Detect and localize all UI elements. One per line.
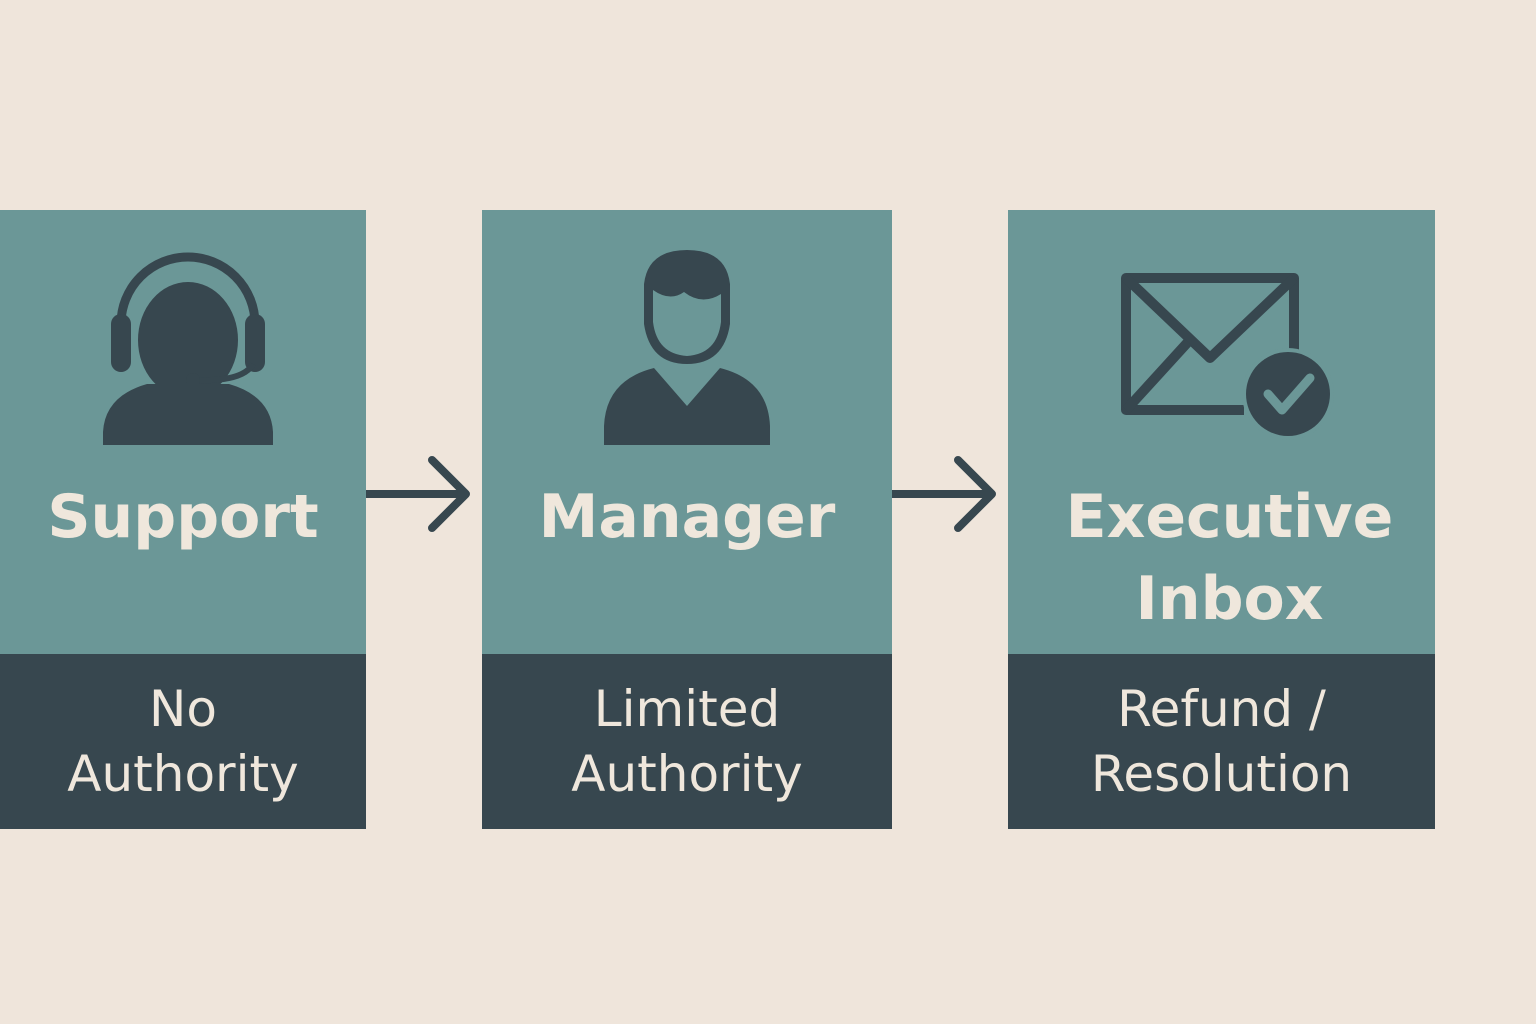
step-title: Manager [538,482,836,552]
step-card-executive-footer: Refund / Resolution [1008,654,1435,829]
arrow-right-icon [892,456,996,532]
step-card-manager: Manager Limited Authority [482,210,892,829]
arrow-right-icon [366,456,470,532]
step-card-support-footer: No Authority [0,654,366,829]
step-card-executive-header: Executive Inbox [1008,210,1435,654]
step-card-manager-header: Manager [482,210,892,654]
person-icon [604,250,770,445]
step-card-support-header: Support [0,210,366,654]
step-card-executive-inbox: Executive Inbox Refund / Resolution [1008,210,1435,829]
step-title: Executive Inbox [1065,482,1394,634]
step-subtitle: Limited Authority [571,679,803,803]
step-title: Support [47,482,319,552]
step-card-support: Support No Authority [0,210,366,829]
step-card-manager-footer: Limited Authority [482,654,892,829]
headset-agent-icon [103,252,273,445]
envelope-check-icon [1120,273,1334,440]
step-subtitle: Refund / Resolution [1090,679,1353,803]
step-subtitle: No Authority [67,679,299,803]
